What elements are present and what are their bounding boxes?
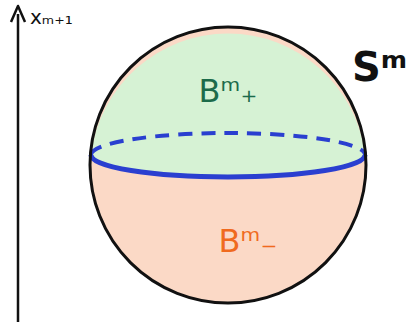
sphere-region: SᵐBᵐ₊Bᵐ₋ bbox=[90, 27, 366, 305]
node-label: Sᵐ bbox=[352, 45, 407, 89]
equator-front bbox=[91, 155, 365, 177]
upper-hemisphere: Bᵐ₊ bbox=[150, 47, 306, 137]
upper-hemisphere-fill bbox=[91, 34, 365, 177]
axis-line bbox=[17, 14, 20, 322]
sphere-outline bbox=[90, 27, 366, 303]
node-label: Bᵐ₊ bbox=[199, 74, 258, 109]
axis-label: xₘ₊₁ bbox=[30, 6, 73, 28]
axis-arrowhead bbox=[11, 6, 25, 22]
lower-hemisphere-fill bbox=[90, 27, 366, 303]
equator-back bbox=[91, 133, 365, 155]
lower-hemisphere: Bᵐ₋ bbox=[170, 197, 326, 287]
node-label: Bᵐ₋ bbox=[219, 224, 278, 259]
